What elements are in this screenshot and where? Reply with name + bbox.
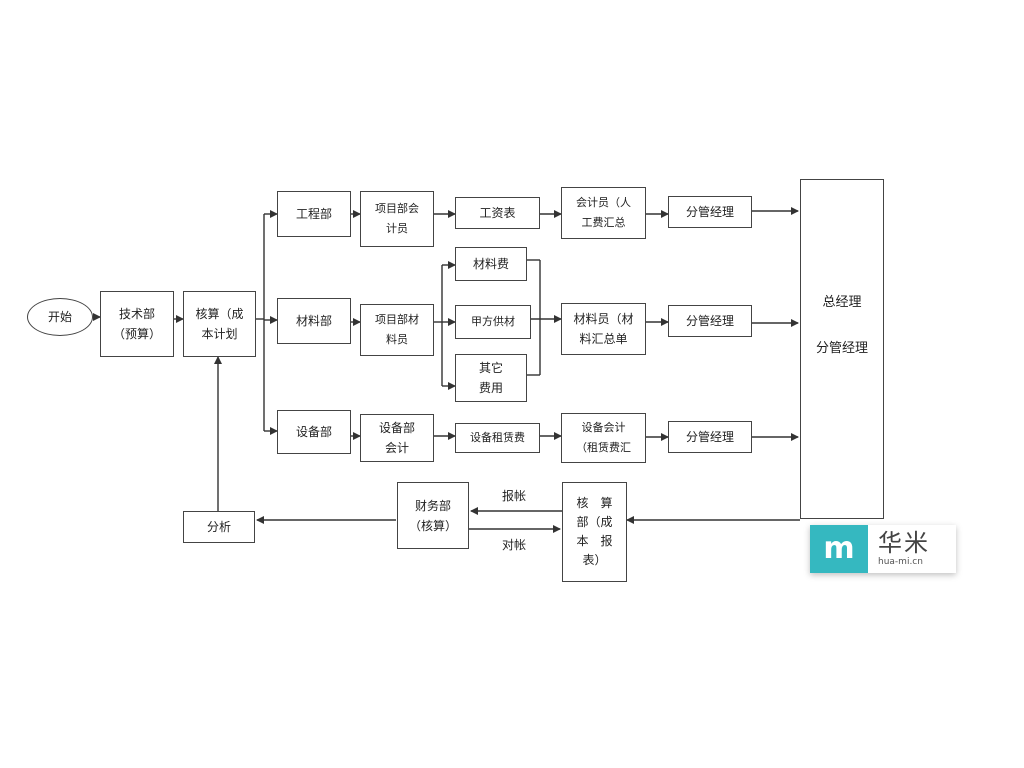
watermark-logo-icon: m xyxy=(810,525,868,573)
general-manager-label: 总经理 xyxy=(822,295,862,310)
engineering-dept-node: 工程部 xyxy=(277,191,351,237)
equipment-accounting-node: 设备会计 （租赁费汇 xyxy=(561,413,646,463)
labor-accountant-node: 会计员（人 工费汇总 xyxy=(561,187,646,239)
materials-dept-node: 材料部 xyxy=(277,298,351,344)
material-cost-node: 材料费 xyxy=(455,247,527,281)
general-manager-node: 总经理 分管经理 xyxy=(800,179,884,519)
watermark-url: hua-mi.cn xyxy=(878,557,923,567)
analysis-node: 分析 xyxy=(183,511,255,543)
watermark-logo-letter: m xyxy=(823,531,855,566)
project-accountant-node: 项目部会 计员 xyxy=(360,191,434,247)
equipment-accountant-node: 设备部 会计 xyxy=(360,414,434,462)
other-costs-node: 其它 费用 xyxy=(455,354,527,402)
manager-node-3: 分管经理 xyxy=(668,421,752,453)
cost-report-node: 核 算 部（成 本 报 表） xyxy=(562,482,627,582)
reconcile-label: 对帐 xyxy=(502,538,527,552)
watermark-brand: 华米 xyxy=(878,529,930,557)
deputy-manager-label: 分管经理 xyxy=(815,341,868,356)
manager-node-2: 分管经理 xyxy=(668,305,752,337)
manager-node-1: 分管经理 xyxy=(668,196,752,228)
tech-dept-node: 技术部 （预算） xyxy=(100,291,174,357)
equipment-rental-node: 设备租赁费 xyxy=(455,423,540,453)
equipment-dept-node: 设备部 xyxy=(277,410,351,454)
costing-node: 核算（成 本计划 xyxy=(183,291,256,357)
material-clerk-node: 材料员（材 料汇总单 xyxy=(561,303,646,355)
payroll-node: 工资表 xyxy=(455,197,540,229)
report-label: 报帐 xyxy=(502,489,527,503)
finance-dept-node: 财务部 （核算） xyxy=(397,482,469,549)
project-materials-node: 项目部材 料员 xyxy=(360,304,434,356)
owner-supplied-node: 甲方供材 xyxy=(455,305,531,339)
watermark: m 华米 hua-mi.cn xyxy=(810,525,956,573)
start-node: 开始 xyxy=(27,298,93,336)
